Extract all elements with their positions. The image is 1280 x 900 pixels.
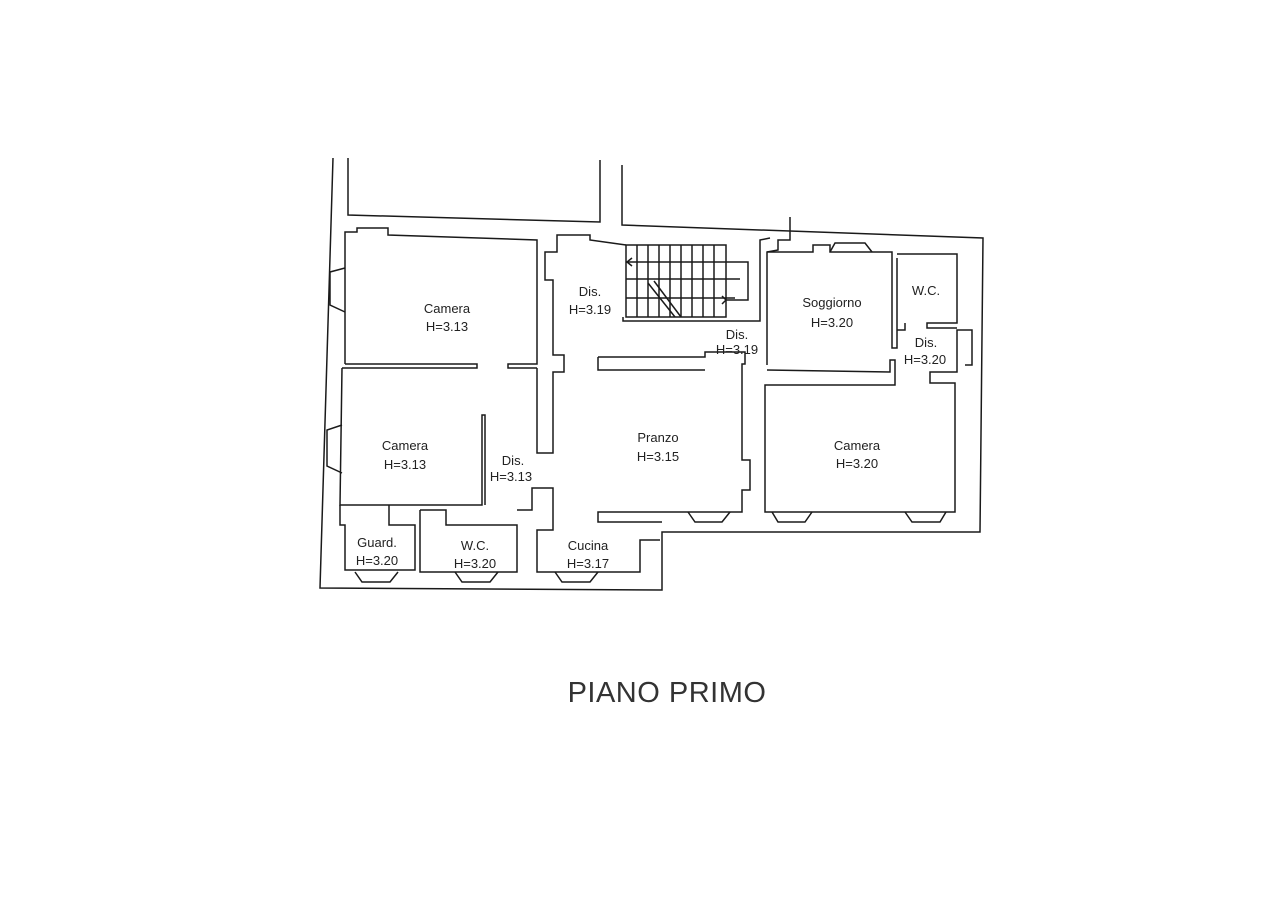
walls bbox=[319, 157, 984, 591]
room-name: Guard. bbox=[357, 535, 397, 550]
room-name: Dis. bbox=[579, 284, 601, 299]
room-labels: Camera H=3.13 Camera H=3.13 Dis. H=3.19 … bbox=[356, 283, 946, 571]
room-name: Camera bbox=[424, 301, 471, 316]
room-height: H=3.13 bbox=[490, 469, 532, 484]
plan-title: PIANO PRIMO bbox=[568, 677, 767, 709]
room-name: Camera bbox=[834, 438, 881, 453]
room-height: H=3.13 bbox=[426, 319, 468, 334]
room-name: Soggiorno bbox=[802, 295, 861, 310]
room-name: Dis. bbox=[726, 327, 748, 342]
room-name: Camera bbox=[382, 438, 429, 453]
room-height: H=3.17 bbox=[567, 556, 609, 571]
room-height: H=3.15 bbox=[637, 449, 679, 464]
room-height: H=3.20 bbox=[454, 556, 496, 571]
room-height: H=3.20 bbox=[836, 456, 878, 471]
room-name: Dis. bbox=[915, 335, 937, 350]
room-name: Pranzo bbox=[637, 430, 678, 445]
room-height: H=3.20 bbox=[811, 315, 853, 330]
room-name: W.C. bbox=[461, 538, 489, 553]
room-height: H=3.20 bbox=[904, 352, 946, 367]
room-height: H=3.19 bbox=[569, 302, 611, 317]
room-height: H=3.19 bbox=[716, 342, 758, 357]
room-name: W.C. bbox=[912, 283, 940, 298]
room-name: Cucina bbox=[568, 538, 609, 553]
room-name: Dis. bbox=[502, 453, 524, 468]
room-height: H=3.20 bbox=[356, 553, 398, 568]
room-height: H=3.13 bbox=[384, 457, 426, 472]
